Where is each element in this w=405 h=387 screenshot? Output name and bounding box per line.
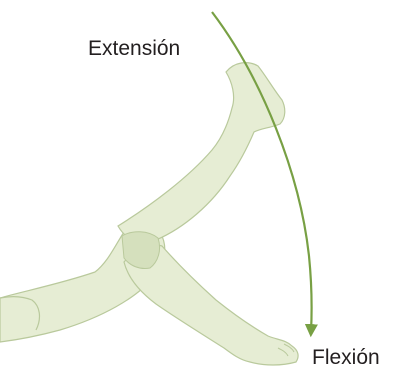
flexion-label: Flexión: [312, 347, 380, 368]
extension-label: Extensión: [88, 38, 180, 59]
